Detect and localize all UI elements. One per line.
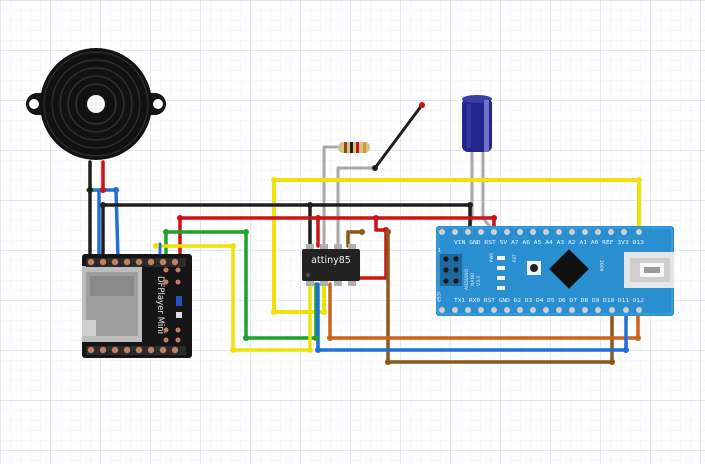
wire-orange-d[interactable] (328, 282, 640, 340)
dfplayer-inner-pins (163, 267, 181, 343)
nano-model: NANO (470, 272, 476, 286)
nano-bottom-header (439, 307, 642, 313)
nano-year: 2009 (598, 260, 604, 272)
wire-gray-right[interactable] (336, 166, 377, 248)
nano-icsp-header (440, 254, 462, 286)
nano-led-2 (497, 266, 505, 270)
nano-mcu-chip (549, 249, 589, 289)
dfplayer-module[interactable]: DFPlayer Mini (82, 254, 192, 358)
dfplayer-bottom-pins (86, 346, 186, 355)
nano-bottom-pin-labels: TX1 RX0 RST GND D2 D3 D4 D5 D6 D7 D8 D9 … (454, 298, 644, 304)
nano-usb-connector[interactable] (624, 252, 674, 288)
resistor[interactable] (338, 142, 370, 153)
arduino-nano[interactable]: VIN GND RST 5V A7 A6 A5 A4 A3 A2 A1 A0 R… (435, 226, 674, 316)
wire-brown-pin[interactable] (346, 230, 364, 248)
dfplayer-label: DFPlayer Mini (155, 276, 165, 334)
wire-blue-d[interactable] (316, 282, 628, 352)
nano-led-1 (497, 256, 505, 260)
nano-brand: ARDUINO (464, 268, 470, 290)
buzzer[interactable] (26, 48, 166, 160)
wire-green-rx[interactable] (164, 230, 318, 340)
wire-red-5v[interactable] (178, 216, 496, 260)
nano-top-pin-labels: VIN GND RST 5V A7 A6 A5 A4 A3 A2 A1 A0 R… (454, 240, 644, 246)
nano-top-header (439, 229, 642, 235)
wire-antenna[interactable] (373, 103, 424, 170)
dfplayer-top-pins (86, 258, 186, 267)
nano-pin1-label: 1 (438, 248, 441, 254)
wire-yellow-d13[interactable] (272, 178, 641, 314)
nano-led-3 (497, 276, 505, 280)
nano-version: V3.0 (476, 276, 482, 286)
nano-reset-button[interactable] (527, 261, 541, 275)
nano-led-4 (497, 286, 505, 290)
capacitor[interactable] (462, 95, 492, 152)
nano-pwr-label: PWR (489, 253, 494, 262)
status-led (176, 296, 182, 306)
attiny85-chip[interactable]: attiny85 (302, 244, 360, 286)
wire-gray-left[interactable] (322, 145, 341, 248)
nano-rst-label: RST (512, 254, 517, 262)
nano-icsp-label: ICSP (435, 292, 441, 302)
wire-endpoints (87, 102, 642, 365)
attiny85-label: attiny85 (311, 255, 351, 266)
